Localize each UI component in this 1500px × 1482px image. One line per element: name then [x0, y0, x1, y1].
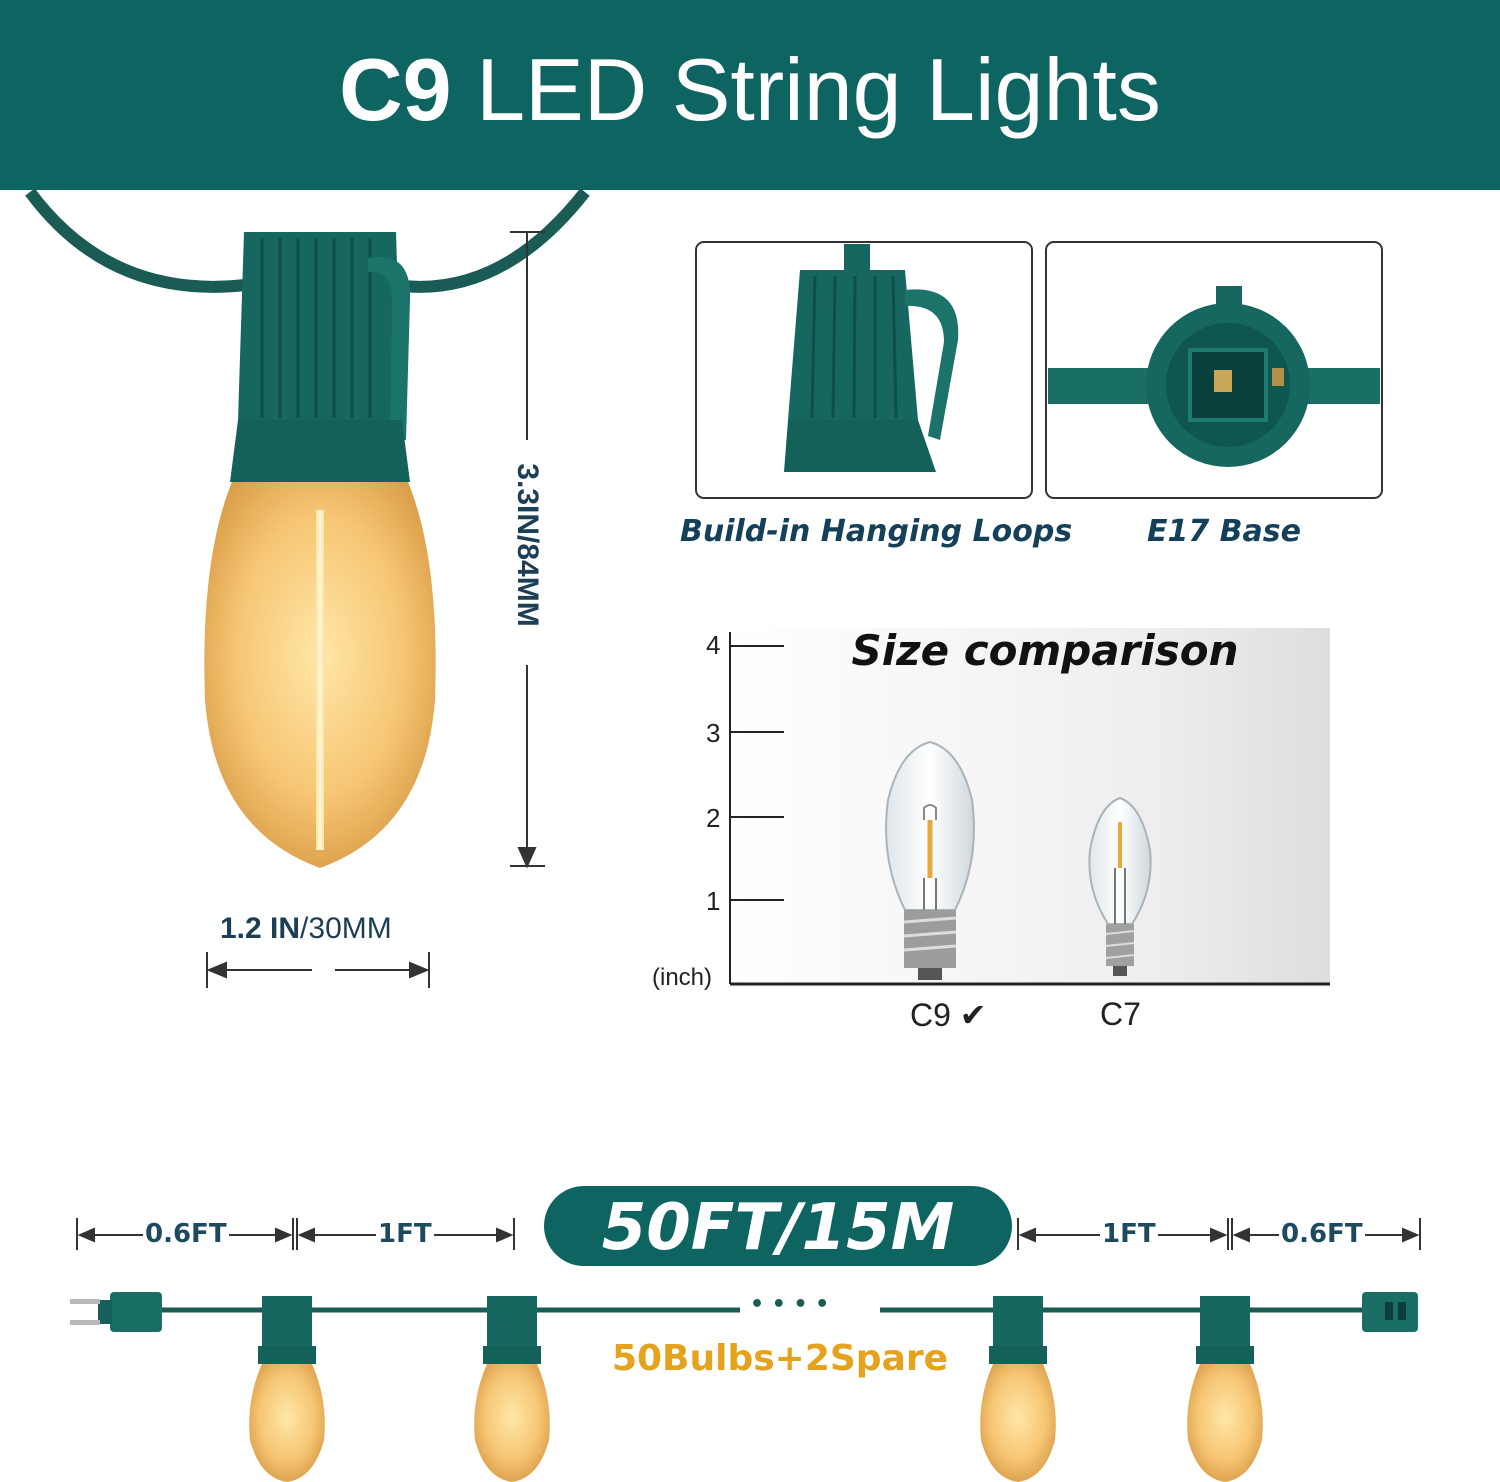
strand-bulb: [474, 1296, 550, 1482]
c9-label: C9 ✔: [910, 996, 987, 1034]
right-bulb-spacing: 1FT: [1100, 1219, 1158, 1249]
c7-bulb-image: [1088, 796, 1152, 976]
height-label: 3.3IN/84MM: [511, 463, 544, 627]
axis-unit-label: (inch): [652, 964, 713, 991]
width-label: 1.2 IN/30MM: [220, 912, 392, 946]
large-bulb-illustration: [25, 188, 590, 868]
height-dimension-line: [510, 231, 545, 869]
string-light-strand: [70, 1292, 1418, 1482]
total-length-badge: [544, 1186, 1012, 1266]
total-length-text: 50FT/15M: [601, 1191, 955, 1265]
strand-bulb: [980, 1296, 1056, 1482]
strand-bulb: [249, 1296, 325, 1482]
checkmark-icon: ✔: [959, 996, 987, 1034]
axis-tick-1: 1: [706, 886, 721, 916]
e17-base-panel: [1045, 241, 1383, 499]
bulb-count-label: 50Bulbs+2Spare: [611, 1338, 949, 1379]
width-label-bold: 1.2 IN: [220, 912, 301, 945]
header-banner: [0, 0, 1500, 190]
c7-label: C7: [1100, 996, 1141, 1032]
c9-label-text: C9: [910, 997, 951, 1033]
strand-ellipsis: • • • •: [750, 1292, 830, 1317]
axis-tick-3: 3: [706, 718, 721, 748]
strand-bulb: [1187, 1296, 1263, 1482]
title-model: C9: [339, 40, 452, 139]
feature-caption-e17-base: E17 Base: [1147, 514, 1301, 549]
size-comparison-title: Size comparison: [851, 626, 1239, 675]
axis-tick-4: 4: [706, 630, 721, 660]
end-connector-icon: [1362, 1292, 1418, 1332]
feature-caption-hanging-loops: Build-in Hanging Loops: [680, 514, 1073, 549]
axis-tick-2: 2: [706, 803, 721, 833]
hanging-loop-panel: [695, 241, 1033, 499]
left-bulb-spacing: 1FT: [376, 1219, 434, 1249]
size-comparison-chart: [729, 628, 1330, 986]
title-product: LED String Lights: [476, 40, 1161, 139]
page-title: C9 LED String Lights: [0, 38, 1500, 142]
right-lead-length: 0.6FT: [1279, 1219, 1365, 1249]
width-label-rest: /30MM: [300, 912, 392, 945]
plug-icon: [70, 1292, 162, 1332]
width-dimension-line: [206, 952, 430, 988]
left-lead-length: 0.6FT: [143, 1219, 229, 1249]
c9-bulb-image: [885, 740, 975, 980]
